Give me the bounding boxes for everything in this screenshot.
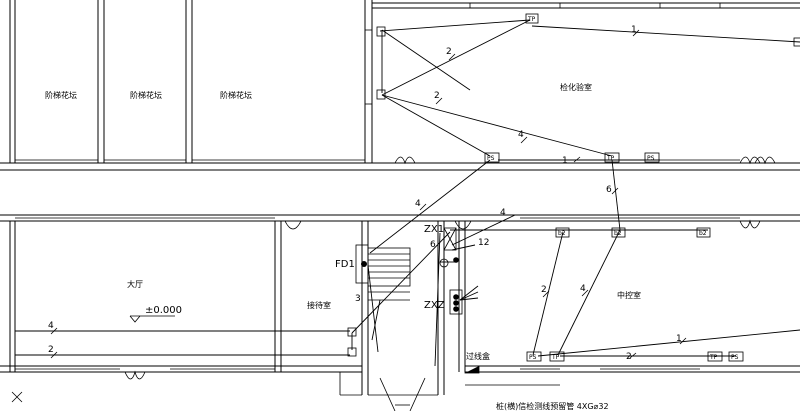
svg-text:b2: b2 xyxy=(558,230,566,237)
outlet-box: PS xyxy=(484,152,500,163)
room-label-control: 中控室 xyxy=(617,290,641,300)
entry-box-label: 过线盒 xyxy=(466,351,490,361)
room-label-lab: 检化验室 xyxy=(560,82,592,92)
outlet-box: b2 xyxy=(696,227,711,238)
outlet-box xyxy=(376,26,386,37)
outlet-box xyxy=(347,327,357,337)
cable-count-label: 1 xyxy=(676,334,682,344)
outlet-box: TP xyxy=(525,13,539,24)
cable-count-label: 2 xyxy=(541,285,547,295)
cable-count-label: 2 xyxy=(434,91,440,101)
svg-text:PS: PS xyxy=(731,354,739,361)
cable-count-label: 6 xyxy=(430,240,436,250)
room-label-terrace-3: 阶梯花坛 xyxy=(220,90,252,100)
conduit-note: 桩(横)信检测线预留管 4XG⌀32 xyxy=(496,401,609,411)
cable-count-label: 1 xyxy=(631,25,637,35)
cable-count-label: 12 xyxy=(478,238,489,248)
panel-zx1 xyxy=(443,227,457,251)
entry-box xyxy=(464,365,480,374)
cable-count-label: 4 xyxy=(500,208,506,218)
room-label-reception: 接待室 xyxy=(307,300,331,310)
panel-zxz-label: ZXZ xyxy=(424,300,445,311)
outlet-box xyxy=(376,89,386,100)
room-label-terrace-1: 阶梯花坛 xyxy=(45,90,77,100)
outlet-box: PS xyxy=(526,351,542,362)
cable-count-label: 2 xyxy=(48,345,54,355)
room-label-hall: 大厅 xyxy=(127,279,143,289)
cable-count-label: 4 xyxy=(518,130,524,140)
cable-count-label: 6 xyxy=(606,185,612,195)
outlet-box: TP xyxy=(707,351,723,362)
cable-ticks xyxy=(50,29,687,359)
cable-count-label: 4 xyxy=(580,284,586,294)
cable-count-label: 3 xyxy=(355,294,361,304)
cable-count-label: 2 xyxy=(446,47,452,57)
outlet-box xyxy=(347,347,357,357)
outlet-box: b2 xyxy=(611,227,626,238)
svg-text:b2: b2 xyxy=(614,230,622,237)
svg-text:PS: PS xyxy=(647,155,655,162)
elevation-marker xyxy=(129,315,175,323)
lower-walls xyxy=(0,214,800,411)
outlet-box xyxy=(793,37,800,47)
cable-routes xyxy=(15,19,800,367)
junction-device xyxy=(439,257,459,268)
upper-walls xyxy=(0,0,800,171)
cable-count-label: 4 xyxy=(48,321,54,331)
outlet-box: PS xyxy=(728,351,744,362)
corner-cross-mark xyxy=(11,391,23,403)
svg-text:PS: PS xyxy=(529,354,537,361)
cable-count-label: 4 xyxy=(415,199,421,209)
svg-text:b2: b2 xyxy=(699,230,707,237)
panel-fd1-label: FD1 xyxy=(335,259,355,270)
cable-count-label: 2 xyxy=(626,352,632,362)
room-label-terrace-2: 阶梯花坛 xyxy=(130,90,162,100)
stair xyxy=(367,247,411,301)
cable-count-label: 1 xyxy=(562,156,568,166)
panel-zx1-label: ZX1 xyxy=(424,224,444,235)
outlet-box: b2 xyxy=(555,227,570,238)
outlet-box: TP xyxy=(604,152,620,163)
panel-fd1 xyxy=(355,244,369,284)
svg-text:TP: TP xyxy=(606,155,615,162)
outlet-box: TP xyxy=(549,351,565,362)
elevation-label: ±0.000 xyxy=(145,305,182,316)
svg-text:PS: PS xyxy=(487,155,495,162)
svg-text:TP: TP xyxy=(709,354,718,361)
panel-zxz xyxy=(449,289,463,315)
svg-text:TP: TP xyxy=(527,16,536,23)
svg-text:TP: TP xyxy=(551,354,560,361)
outlet-box: PS xyxy=(644,152,660,163)
